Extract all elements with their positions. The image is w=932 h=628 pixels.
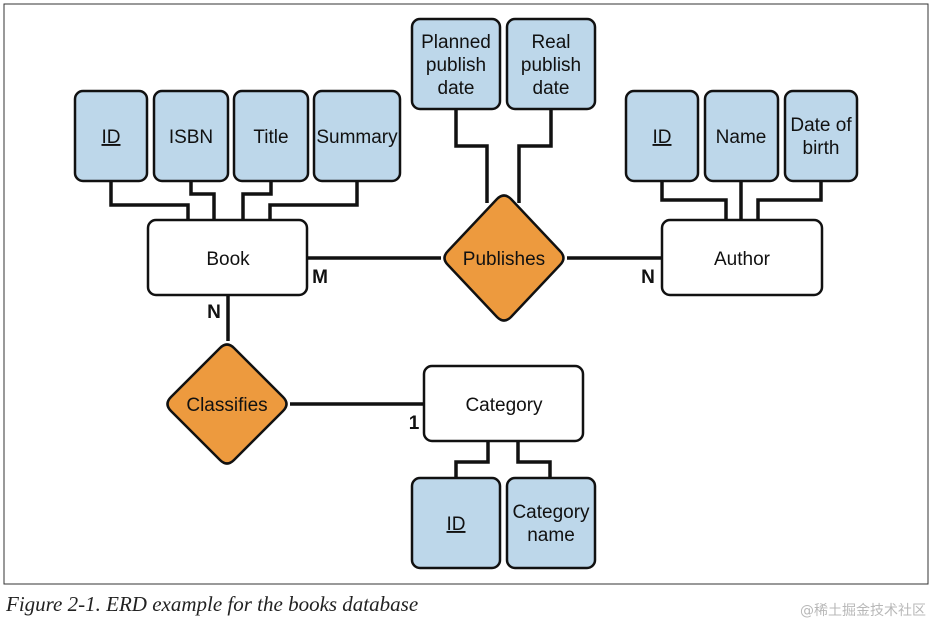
attribute-real-line-1: Real xyxy=(531,32,570,53)
cardinality-book-classifies: N xyxy=(207,302,221,323)
relationship-publishes-label: Publishes xyxy=(463,249,545,270)
attribute-real-line-3: date xyxy=(533,78,570,99)
line-book-id xyxy=(109,181,190,220)
attribute-category-id-label: ID xyxy=(447,514,466,535)
line-book-summary xyxy=(268,181,359,220)
attribute-book-isbn: ISBN xyxy=(152,89,230,183)
cardinality-author-publishes: N xyxy=(641,267,655,288)
line-book-isbn xyxy=(189,181,216,220)
entity-book: Book xyxy=(146,218,309,297)
entity-author-label: Author xyxy=(714,249,771,270)
entity-book-label: Book xyxy=(206,249,250,270)
line-book-title xyxy=(241,181,273,220)
attribute-author-id-label: ID xyxy=(653,127,672,148)
attribute-author-dob: Date of birth xyxy=(783,89,859,183)
attribute-book-summary: Summary xyxy=(312,89,402,183)
attribute-real-publish-date: Real publish date xyxy=(505,17,597,111)
relationship-classifies-label: Classifies xyxy=(186,395,267,416)
attribute-author-name: Name xyxy=(703,89,780,183)
attribute-real-line-2: publish xyxy=(521,55,581,76)
attribute-category-name-line-2: name xyxy=(527,525,575,546)
relationship-classifies: Classifies xyxy=(166,343,288,465)
line-author-dob xyxy=(756,181,823,220)
line-category-id xyxy=(454,441,490,478)
attribute-author-dob-line-2: birth xyxy=(803,138,840,159)
attribute-book-summary-label: Summary xyxy=(316,127,398,148)
cardinality-category-classifies: 1 xyxy=(409,413,420,434)
line-real-date xyxy=(517,109,553,203)
line-category-name xyxy=(516,441,552,478)
watermark: @稀土掘金技术社区 xyxy=(800,603,926,619)
attribute-category-name-line-1: Category xyxy=(512,502,590,523)
attribute-planned-line-3: date xyxy=(438,78,475,99)
connectors xyxy=(109,109,823,478)
attribute-author-name-label: Name xyxy=(716,127,767,148)
attribute-author-id: ID xyxy=(624,89,700,183)
attribute-planned-line-2: publish xyxy=(426,55,486,76)
relationship-publishes: Publishes xyxy=(443,194,565,322)
attribute-book-title: Title xyxy=(232,89,310,183)
cardinality-book-publishes: M xyxy=(312,267,328,288)
entity-author: Author xyxy=(660,218,824,297)
attribute-book-isbn-label: ISBN xyxy=(169,127,213,148)
attribute-category-id: ID xyxy=(410,476,502,570)
entity-category-label: Category xyxy=(465,395,543,416)
figure-caption: Figure 2-1. ERD example for the books da… xyxy=(6,592,419,616)
entity-category: Category xyxy=(422,364,585,443)
figure-frame xyxy=(3,3,929,585)
attribute-book-id: ID xyxy=(73,89,149,183)
attribute-category-name: Category name xyxy=(505,476,597,570)
line-author-id xyxy=(660,181,728,220)
attribute-author-dob-line-1: Date of xyxy=(790,115,852,136)
attribute-planned-publish-date: Planned publish date xyxy=(410,17,502,111)
attribute-book-title-label: Title xyxy=(253,127,288,148)
attribute-planned-line-1: Planned xyxy=(421,32,491,53)
attribute-book-id-label: ID xyxy=(102,127,121,148)
line-planned-date xyxy=(454,109,489,203)
